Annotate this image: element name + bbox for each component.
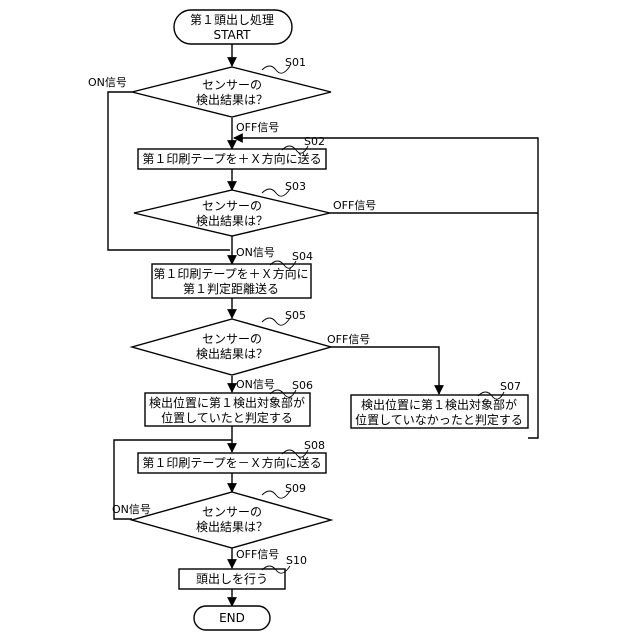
- branch-label-s09-off: OFF信号: [236, 548, 279, 561]
- branch-label-s05-off: OFF信号: [327, 333, 370, 346]
- decision-s01-line2: 検出結果は？: [196, 93, 268, 107]
- process-s02-text: 第１印刷テープを＋Ｘ方向に送る: [142, 151, 321, 166]
- decision-s01-line1: センサーの: [202, 78, 262, 92]
- decision-s05: センサーの 検出結果は？ S05: [132, 309, 331, 375]
- step-label-s04: S04: [292, 250, 313, 263]
- step-label-s08: S08: [304, 439, 325, 452]
- step-label-s03: S03: [285, 180, 306, 193]
- decision-s05-line2: 検出結果は？: [196, 347, 268, 361]
- branch-label-s09-on: ON信号: [112, 503, 151, 516]
- process-s08-text: 第１印刷テープを－Ｘ方向に送る: [142, 455, 321, 470]
- end-label: END: [219, 611, 245, 625]
- process-s06-line1: 検出位置に第１検出対象部が: [149, 395, 305, 410]
- decision-s03-line2: 検出結果は？: [196, 214, 268, 228]
- end-terminal: END: [194, 606, 270, 630]
- step-label-s01: S01: [285, 56, 306, 69]
- branch-label-s05-on: ON信号: [236, 378, 275, 391]
- branch-label-s01-on: ON信号: [88, 76, 127, 89]
- decision-s09-line1: センサーの: [202, 505, 262, 519]
- decision-s09: センサーの 検出結果は？ S09: [132, 482, 331, 548]
- process-s10-text: 頭出しを行う: [196, 572, 268, 586]
- branch-label-s01-off: OFF信号: [236, 121, 279, 134]
- process-s07-line2: 位置していなかったと判定する: [355, 412, 523, 427]
- step-label-s07: S07: [500, 380, 521, 393]
- start-terminal: 第１頭出し処理 START: [174, 10, 292, 44]
- arrow-s05-off-s07: [331, 347, 439, 394]
- decision-s05-line1: センサーの: [202, 332, 262, 346]
- step-label-s10: S10: [286, 554, 307, 567]
- start-title: 第１頭出し処理: [190, 13, 274, 27]
- step-label-s02: S02: [304, 135, 325, 148]
- step-label-s09: S09: [285, 482, 306, 495]
- decision-s03-line1: センサーの: [202, 199, 262, 213]
- step-label-s06: S06: [292, 379, 313, 392]
- step-label-s05: S05: [285, 309, 306, 322]
- process-s07-line1: 検出位置に第１検出対象部が: [361, 397, 517, 412]
- process-s04-line2: 第１判定距離送る: [183, 281, 279, 296]
- decision-s09-line2: 検出結果は？: [196, 520, 268, 534]
- branch-label-s03-off: OFF信号: [333, 199, 376, 212]
- process-s06: 検出位置に第１検出対象部が 位置していたと判定する S06: [145, 379, 313, 426]
- start-label: START: [213, 28, 251, 42]
- branch-label-s03-on: ON信号: [236, 246, 275, 259]
- process-s06-line2: 位置していたと判定する: [161, 410, 293, 425]
- arrow-s07-return: [528, 213, 538, 438]
- process-s04-line1: 第１印刷テープを＋Ｘ方向に: [153, 266, 308, 281]
